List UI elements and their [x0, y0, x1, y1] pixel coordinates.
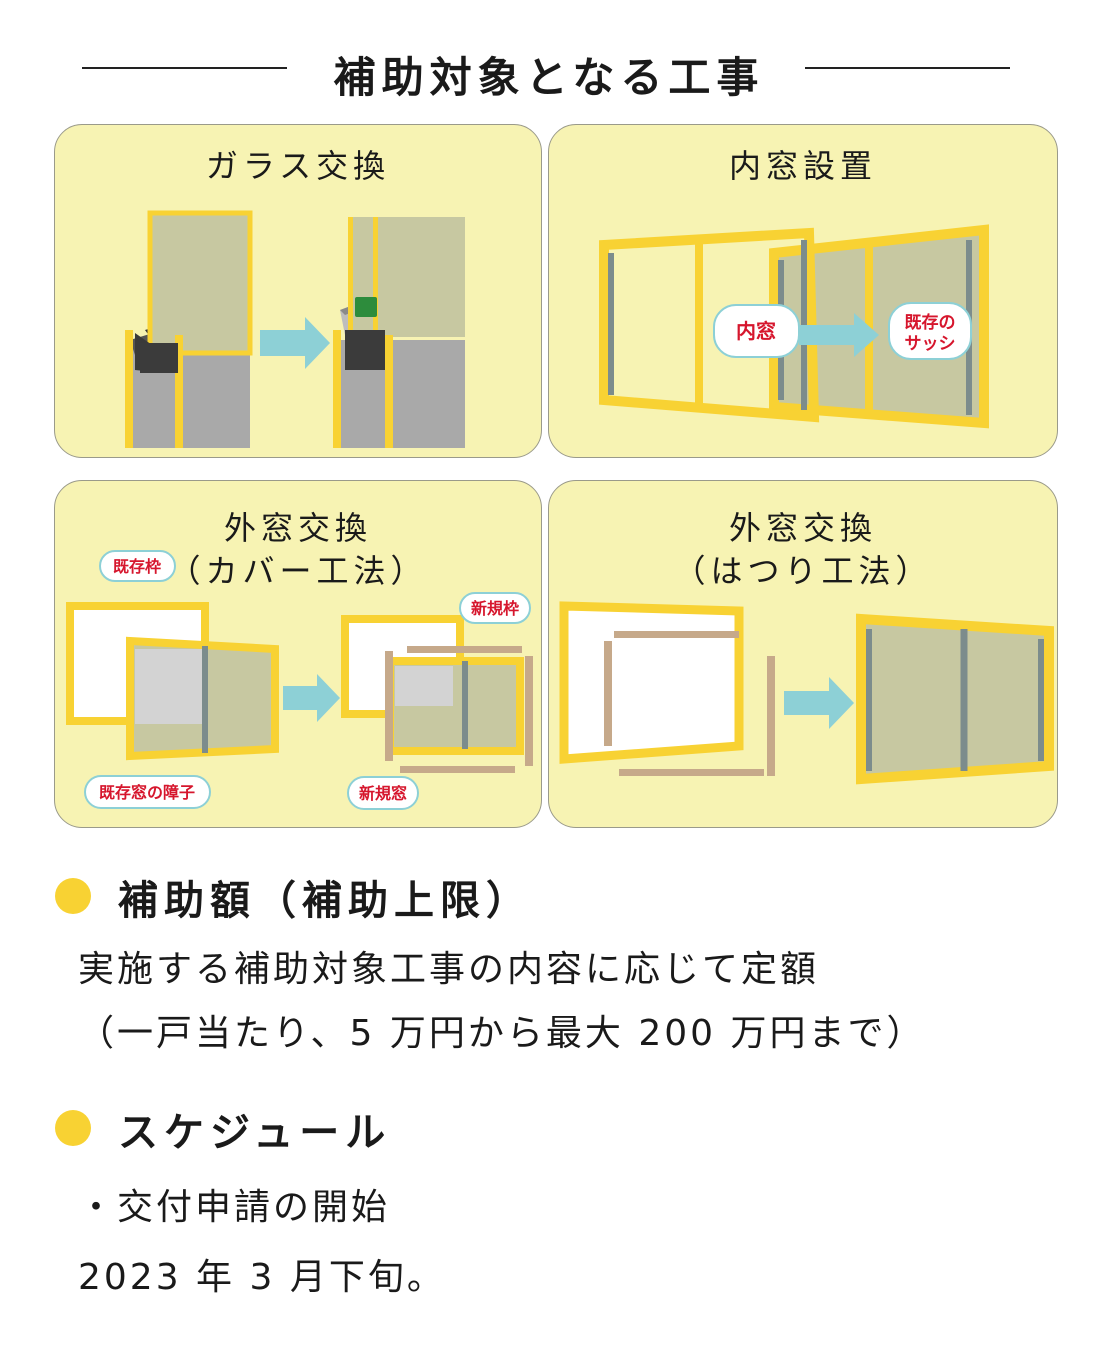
- svg-text:内窓: 内窓: [736, 319, 776, 343]
- arrow-icon: [799, 313, 879, 357]
- svg-text:新規枠: 新規枠: [471, 599, 519, 618]
- panel-subtitle: （カバー工法）: [168, 552, 428, 590]
- tag-inner: [713, 304, 800, 358]
- panel-hatsuri-method: 外窓交換 （はつり工法）: [548, 480, 1058, 828]
- bullet-icon: [55, 1110, 91, 1146]
- svg-text:既存窓の障子: 既存窓の障子: [99, 783, 195, 802]
- tag-existing-sash: [888, 302, 972, 360]
- arrow-icon: [784, 677, 854, 729]
- cover-method-illustration: 既存枠 新規枠 既存窓の障子 新規窓: [66, 550, 533, 810]
- svg-text:既存の: 既存の: [905, 312, 956, 333]
- panel-inner-window: 内窓設置 内窓 既存の サッシ: [548, 124, 1058, 458]
- glass-replacement-illustration: [125, 210, 465, 448]
- inner-window-illustration: 内窓 既存の サッシ: [599, 224, 989, 429]
- section-title: 補助額（補助上限）: [118, 878, 532, 924]
- heading-rule-right: [805, 67, 1010, 69]
- svg-text:既存枠: 既存枠: [113, 557, 161, 576]
- svg-text:新規窓: 新規窓: [359, 784, 407, 803]
- panel-subtitle: （はつり工法）: [673, 552, 933, 590]
- subsidy-line-1: 実施する補助対象工事の内容に応じて定額: [78, 949, 820, 990]
- panel-glass-replacement: ガラス交換: [54, 124, 542, 458]
- svg-text:サッシ: サッシ: [905, 334, 956, 354]
- hatsuri-method-illustration: [559, 601, 1054, 785]
- section-title: スケジュール: [118, 1110, 392, 1156]
- panel-title: 外窓交換: [728, 509, 877, 547]
- section-heading: 補助対象となる工事: [0, 40, 1098, 102]
- panel-cover-method: 外窓交換 （カバー工法） 既存枠 新規枠 既存窓の障子 新規窓: [54, 480, 542, 828]
- page-title: 補助対象となる工事: [333, 53, 765, 102]
- panel-title: 外窓交換: [223, 509, 372, 547]
- arrow-icon: [260, 317, 330, 369]
- panel-title: 内窓設置: [728, 147, 877, 185]
- arrow-icon: [283, 674, 340, 722]
- schedule-line-1: ・交付申請の開始: [78, 1187, 391, 1228]
- panel-title: ガラス交換: [205, 147, 391, 185]
- schedule-line-2: 2023 年 3 月下旬。: [78, 1257, 446, 1298]
- subsidy-line-2: （一戸当たり、5 万円から最大 200 万円まで）: [78, 1013, 926, 1054]
- heading-rule-left: [82, 67, 287, 69]
- bullet-icon: [55, 878, 91, 914]
